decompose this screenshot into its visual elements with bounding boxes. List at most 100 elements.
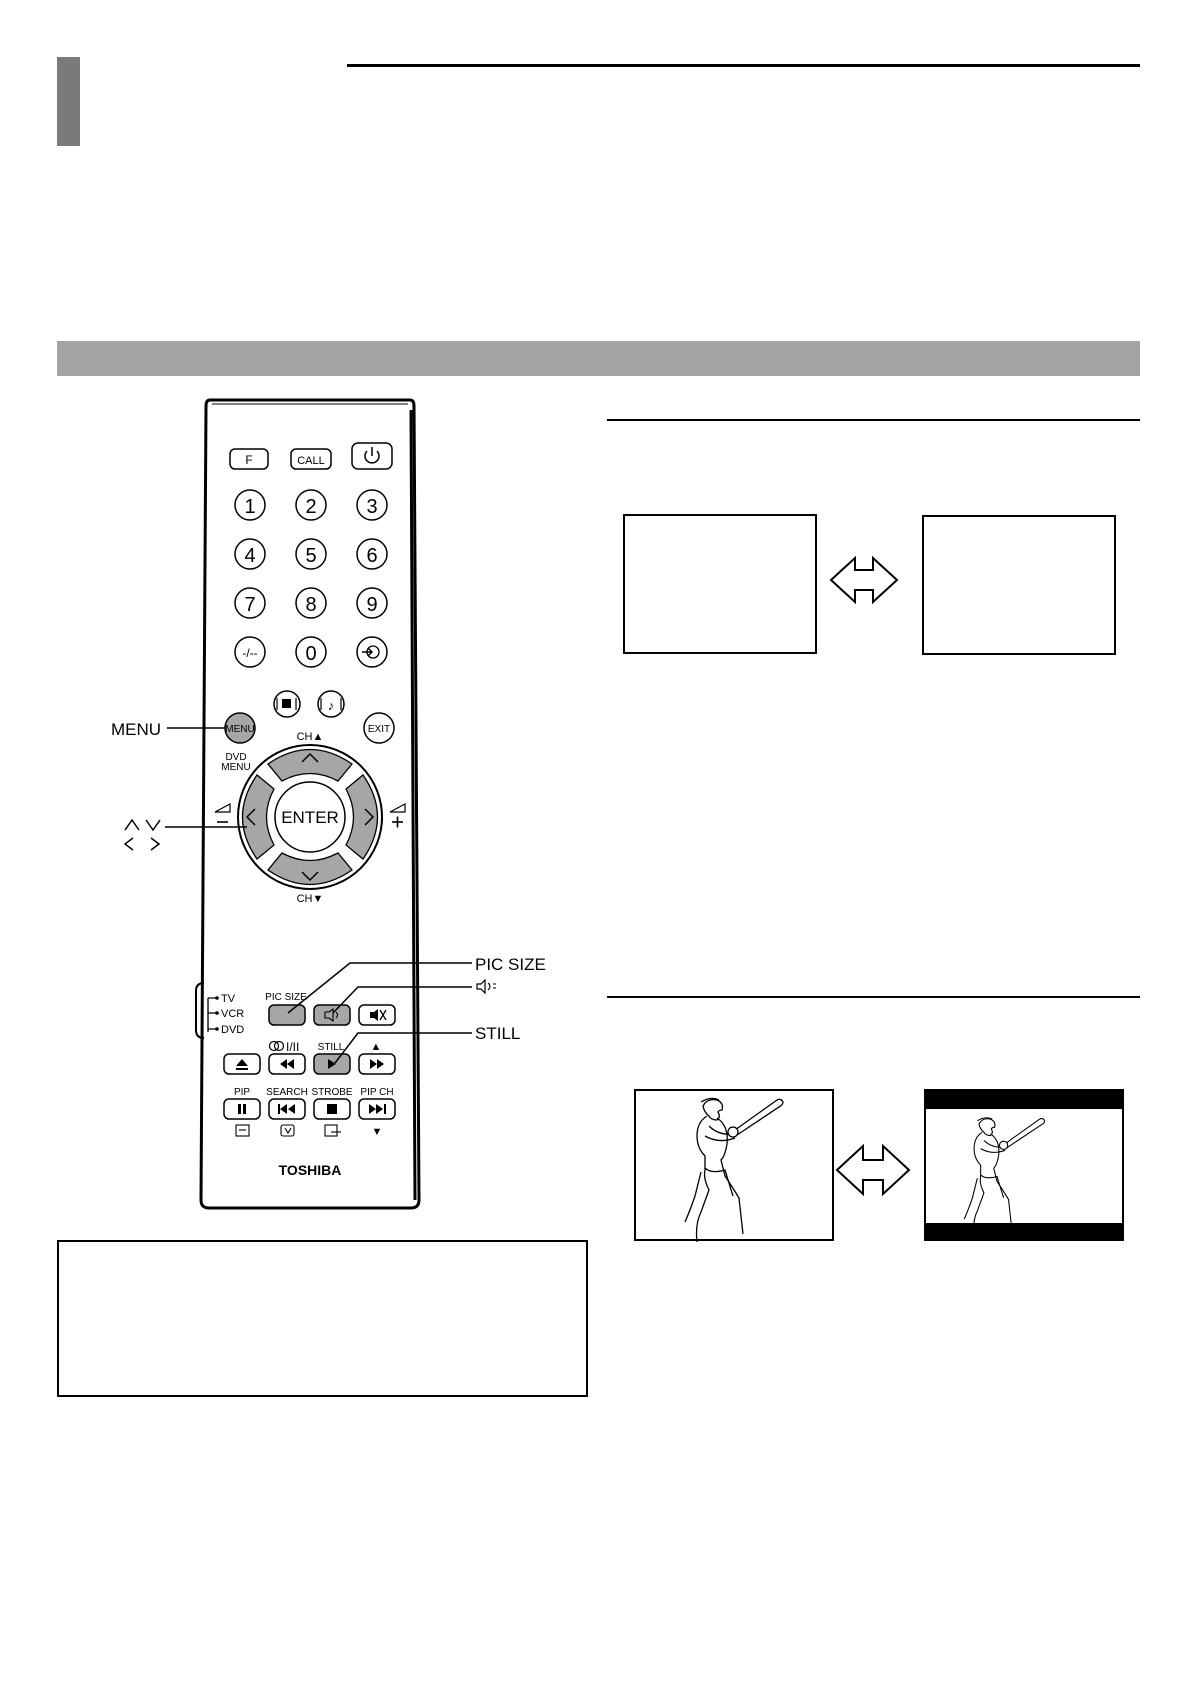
pic-size-button-label: PIC SIZE [265,992,307,1003]
surround-icon [324,1007,338,1023]
navigation-pad: ENTER [237,744,383,890]
svg-text:4: 4 [244,545,255,567]
svg-text:8: 8 [305,594,316,616]
brand-logo: TOSHIBA [279,1162,342,1178]
left-button[interactable] [241,774,275,860]
menu-button[interactable]: MENU [224,712,256,744]
digit-button-4[interactable]: 4 [234,538,266,570]
fast-forward-icon [370,1059,384,1069]
svg-text:EXIT: EXIT [368,724,390,735]
search-label: SEARCH [266,1087,308,1098]
still-button-label: STILL [318,1042,345,1053]
svg-text:♪: ♪ [328,698,335,713]
digit-button-3[interactable]: 3 [356,489,388,521]
strobe-label: STROBE [311,1087,352,1098]
skip-back-button[interactable] [268,1098,306,1120]
sound-preset-button[interactable]: ♪ [317,690,345,718]
surround-callout-line [332,986,472,1014]
menu-callout-label: MENU [111,720,161,739]
pic-size-button[interactable] [268,1004,306,1026]
digit-button-7[interactable]: 7 [234,587,266,619]
stop-button[interactable] [313,1098,351,1120]
play-button[interactable] [313,1053,351,1075]
double-arrow-icon [829,555,899,605]
right-button[interactable] [345,774,379,860]
ch-up-label: CH▲ [297,731,324,743]
picture-size-comparison [634,1089,1124,1243]
skip-forward-button[interactable] [358,1098,396,1120]
svg-text:6: 6 [366,545,377,567]
note-box [57,1240,588,1397]
mode-switch[interactable]: TV VCR DVD [195,982,244,1039]
surround-button[interactable] [313,1004,351,1026]
up-button[interactable] [267,748,353,782]
svg-text:9: 9 [366,594,377,616]
mute-icon [370,1009,387,1021]
normal-picture-frame [634,1089,834,1241]
pic-size-callout-line [287,962,472,1014]
power-button[interactable] [351,442,393,470]
svg-text:2: 2 [305,496,316,518]
pic-size-callout-label: PIC SIZE [475,955,546,974]
subsection-rule-1 [607,419,1140,421]
subsection-rule-2 [607,996,1140,998]
eject-button[interactable] [223,1053,261,1075]
digit-button-0[interactable]: 0 [295,636,327,668]
pip-swap-icon [324,1124,341,1137]
digit-button-8[interactable]: 8 [295,587,327,619]
digit-button-5[interactable]: 5 [295,538,327,570]
arrow-keys-icon [123,818,161,851]
chapter-tab-marker [57,57,80,146]
down-button[interactable] [267,852,353,886]
pip-input-icon [235,1124,250,1137]
screen-right [922,515,1116,655]
pause-button[interactable] [223,1098,261,1120]
svg-text:I/II: I/II [286,1040,299,1054]
picture-preset-button[interactable] [273,690,301,718]
ch-down-label: CH▼ [297,893,324,905]
pip-position-icon [280,1124,295,1137]
skip-forward-icon [369,1104,386,1114]
picture-preset-icon [276,698,297,710]
power-icon [364,447,380,464]
digit-button-1[interactable]: 1 [234,489,266,521]
play-icon [328,1059,336,1069]
volume-up-icon [389,803,406,828]
svg-text:7: 7 [244,594,255,616]
dvd-menu-label-line1: DVD [225,752,246,763]
svg-text:TV: TV [221,993,236,1005]
digit-button-9[interactable]: 9 [356,587,388,619]
digit-button-2[interactable]: 2 [295,489,327,521]
digit-button-6[interactable]: 6 [356,538,388,570]
enter-button[interactable]: ENTER [274,781,346,853]
fast-forward-button[interactable] [358,1053,396,1075]
sound-preset-icon: ♪ [320,698,342,713]
svg-text:MENU: MENU [225,724,254,735]
svg-text:F: F [245,453,252,467]
eject-icon [236,1059,248,1070]
dvd-menu-label-line2: MENU [221,762,250,773]
svg-text:3: 3 [366,496,377,518]
svg-text:DVD: DVD [221,1024,244,1036]
dual-sound-label: I/II [268,1040,299,1054]
exit-button[interactable]: EXIT [363,712,395,744]
volume-down-icon [214,803,231,823]
blank-screen-comparison [623,514,1116,655]
surround-callout-icon [476,978,496,995]
zoom-picture-frame [924,1089,1124,1241]
svg-text:CALL: CALL [297,455,325,467]
svg-text:ENTER: ENTER [281,808,339,827]
svg-text:0: 0 [305,643,316,665]
call-button[interactable]: CALL [290,448,332,470]
f-button[interactable]: F [229,448,269,470]
digit-toggle-button[interactable]: -/-- [234,636,266,668]
rewind-button[interactable] [268,1053,306,1075]
pause-icon [238,1104,246,1114]
svg-text:VCR: VCR [221,1008,244,1020]
pip-ch-label: PIP CH [360,1087,393,1098]
svg-text:5: 5 [305,545,316,567]
svg-text:-/--: -/-- [242,646,257,660]
input-select-button[interactable] [356,636,388,668]
mute-button[interactable] [358,1004,396,1026]
